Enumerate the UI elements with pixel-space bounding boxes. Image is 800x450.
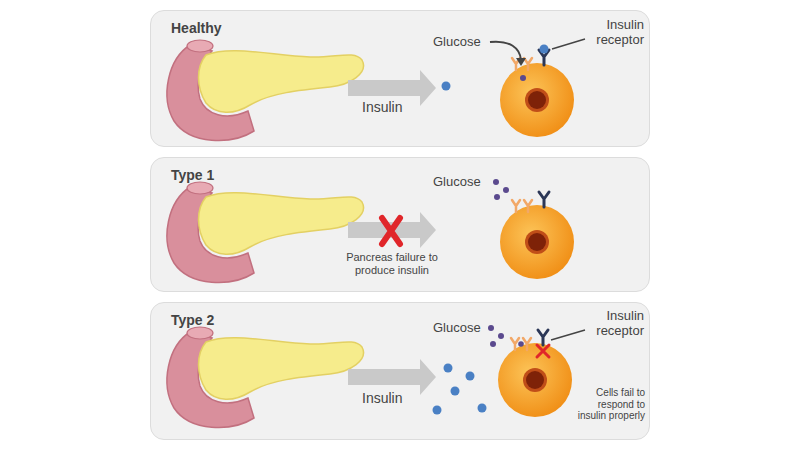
- panel-heading: Healthy: [151, 11, 222, 36]
- receptor-label: Insulin receptor: [566, 309, 644, 339]
- failure-note: Pancreas failure to produce insulin: [333, 251, 451, 276]
- glucose-label: Glucose: [433, 175, 481, 190]
- glucose-label: Glucose: [433, 321, 481, 336]
- glucose-label: Glucose: [433, 35, 481, 50]
- insulin-label: Insulin: [362, 99, 402, 115]
- receptor-label: Insulin receptor: [566, 18, 644, 48]
- panel-heading: Type 2: [151, 303, 214, 328]
- panel-heading: Type 1: [151, 158, 214, 183]
- resistance-note: Cells fail to respond to insulin properl…: [572, 387, 645, 422]
- insulin-label: Insulin: [362, 390, 402, 406]
